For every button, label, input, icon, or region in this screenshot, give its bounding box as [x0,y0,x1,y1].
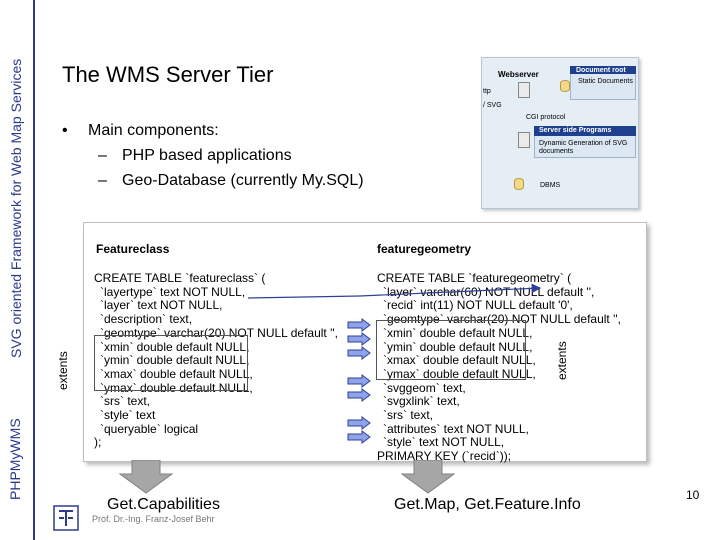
sidebar: SVG oriented Framework for Web Map Servi… [0,0,33,540]
bullet-item: • Main components: [62,118,364,143]
featureclass-header: Featureclass [96,242,170,256]
featuregeometry-line: `style` text NOT NULL, [383,435,505,450]
block-arrow-icon [347,388,371,402]
featuregeometry-line: `recid` int(11) NOT NULL default '0', [383,298,573,313]
featureclass-line: `style` text [100,408,156,423]
featuregeometry-line: `svggeom` text, [383,380,466,395]
getmap-getfeatureinfo-label: Get.Map, Get.Feature.Info [394,496,581,513]
arrow-connector-head [359,283,542,297]
sub-item: – PHP based applications [62,143,364,168]
featureclass-line: `srs` text, [100,394,150,409]
document-root-header [570,66,636,74]
featuregeometry-line: `srs` text, [383,408,433,423]
cgi-protocol-label: CGI protocol [526,114,566,121]
featuregeometry-header: featuregeometry [377,242,472,256]
svg-label: / SVG [483,102,502,109]
bullet-list: • Main components: – PHP based applicati… [62,118,364,193]
http-label: ttp [483,88,491,95]
featuregeometry-extents-highlight [376,320,526,380]
sub-item-text: Geo-Database (currently My.SQL) [122,172,364,189]
slide-title: The WMS Server Tier [62,62,274,87]
author-credit: Prof. Dr.-Ing. Franz-Josef Behr [92,514,215,524]
featureclass-line: `layer` text NOT NULL, [100,298,223,313]
document-root-storage-icon [560,80,570,92]
block-arrow-icon [347,332,371,346]
page-number: 10 [686,488,700,502]
block-arrow-icon [347,346,371,360]
block-arrow-icon [347,374,371,388]
featureclass-line: CREATE TABLE `featureclass` ( [94,271,266,285]
block-arrow-icon [347,416,371,430]
sidebar-divider [33,0,35,540]
architecture-diagram: Webserver Document root Static Documents… [481,57,639,209]
featureclass-line: `xmax` double default NULL, [100,366,253,381]
server-programs-header [534,126,636,136]
featuregeometry-line: `svgxlink` text, [383,394,460,409]
featureclass-line: `geomtype` varchar(20) NOT NULL default … [100,325,339,340]
dynamic-generation-label: Dynamic Generation of SVG documents [539,140,628,155]
program-server-icon [518,132,530,148]
featuregeometry-line: CREATE TABLE `featuregeometry` ( [377,271,572,285]
bullet-dot-icon: • [62,122,68,139]
dash-icon: – [98,172,107,189]
getcapabilities-label: Get.Capabilities [107,496,220,513]
webserver-icon [518,82,530,98]
featureclass-line: `layertype` text NOT NULL, [100,284,246,299]
featureclass-line: `ymin` double default NULL, [100,353,250,368]
down-arrow-left-icon [118,460,174,494]
dbms-icon [514,178,524,190]
bullet-text: Main components: [88,122,219,139]
university-logo-icon [53,505,79,531]
webserver-label: Webserver [498,70,539,79]
block-arrow-stack [347,318,371,444]
down-arrow-right-icon [400,460,456,494]
block-arrow-icon [347,318,371,332]
featuregeometry-line: `xmax` double default NULL, [383,353,536,368]
featuregeometry-line: `layer` varchar(60) NOT NULL default '', [383,284,595,299]
static-documents-label: Static Documents [578,78,633,85]
sub-item-text: PHP based applications [122,147,292,164]
featuregeometry-line: PRIMARY KEY (`recid`)); [377,449,512,464]
featuregeometry-line: `xmin` double default NULL, [383,325,533,340]
document-root-label: Document root [576,67,626,74]
featureclass-line: `description` text, [100,312,193,327]
featuregeometry-line: `ymax` double default NULL, [383,366,536,381]
dbms-label: DBMS [540,182,561,189]
featureclass-line: `xmin` double default NULL, [100,339,250,354]
featuregeometry-line: `geomtype` varchar(20) NOT NULL default … [383,312,622,327]
arrow-connector-line [247,295,361,299]
dash-icon: – [98,147,107,164]
featuregeometry-sql: CREATE TABLE `featuregeometry` (`layer` … [377,271,622,464]
featuregeometry-line: `ymin` double default NULL, [383,339,533,354]
featureclass-extents-highlight [94,335,248,391]
featureclass-line: ); [94,435,102,450]
featuregeometry-line: `attributes` text NOT NULL, [383,421,529,436]
block-arrow-icon [347,430,371,444]
featureclass-line: `queryable` logical [100,421,199,436]
sub-item: – Geo-Database (currently My.SQL) [62,168,364,193]
server-programs-label: Server side Programs [539,127,612,134]
